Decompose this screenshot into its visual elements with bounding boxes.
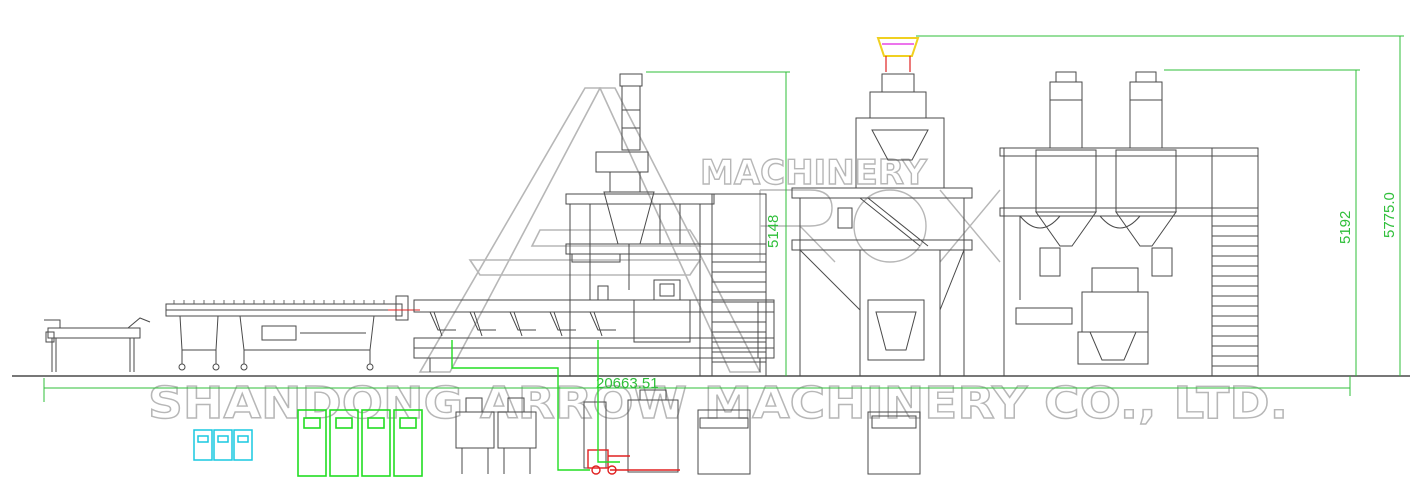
dryer-hopper-unit — [791, 73, 973, 376]
control-cabinet-icon — [297, 409, 423, 477]
arrow-logo-watermark — [418, 87, 762, 373]
bunker-silo-left — [1035, 71, 1097, 277]
packing-platform — [999, 147, 1259, 376]
cooling-conveyor — [44, 317, 151, 372]
water-tanks — [455, 397, 537, 474]
green-pipe-route — [451, 340, 620, 471]
dimension-lines — [43, 35, 1404, 402]
watermark: MACHINERY SHANDONG ARROW MACHINERY CO., … — [147, 87, 1289, 430]
company-name-watermark: SHANDONG ARROW MACHINERY CO., LTD. — [148, 378, 1288, 429]
yellow-top-hopper — [876, 37, 920, 72]
overall-length-dimension: 20663.51 — [596, 375, 659, 392]
control-cabinet-green-group — [297, 409, 423, 477]
control-cabinet-cyan-group — [193, 429, 253, 461]
max-height-dimension: 5775.0 — [1381, 192, 1398, 238]
extruder — [413, 279, 775, 372]
bunker-height-dimension: 5192 — [1337, 211, 1354, 244]
brand-top-watermark: MACHINERY — [700, 153, 927, 193]
bunker-silo-right — [1115, 71, 1177, 277]
mixer-conveyor-line — [165, 295, 420, 371]
control-cabinet-icon — [193, 429, 253, 461]
packing-stair — [1211, 155, 1259, 377]
extruder-feed-tower — [565, 73, 767, 376]
extruder-height-dimension: 5148 — [765, 215, 782, 248]
extruder-stair — [711, 193, 767, 377]
cooling-tower-unit — [583, 389, 921, 475]
